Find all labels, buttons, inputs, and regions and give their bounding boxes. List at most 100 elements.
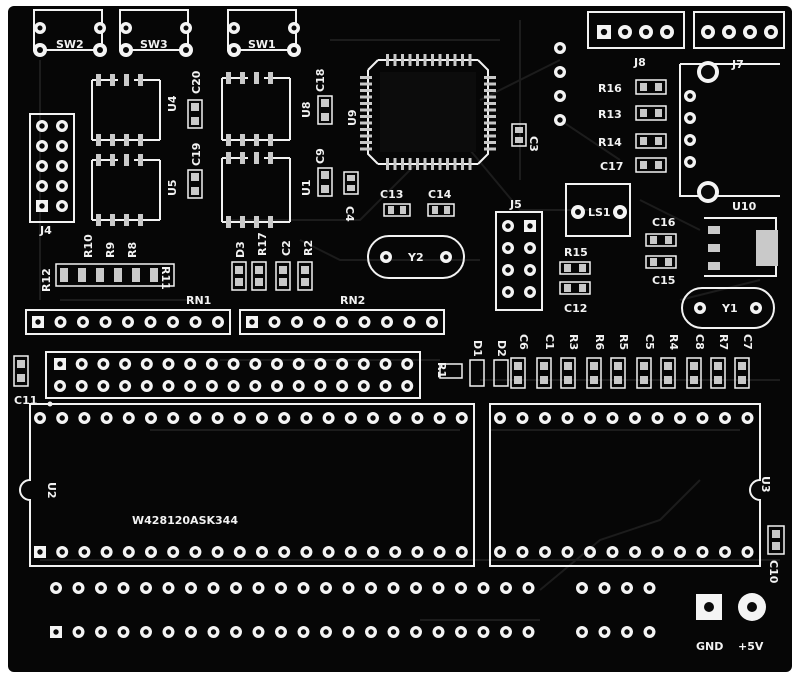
- qfp-pin: [484, 134, 496, 138]
- pad-hole: [125, 319, 131, 325]
- pad-hole: [122, 361, 128, 367]
- pad-hole: [126, 549, 132, 555]
- pad-hole: [209, 361, 215, 367]
- resistor-r16: R16: [598, 79, 667, 95]
- pad-hole: [725, 28, 733, 36]
- label-j5: J5: [509, 198, 522, 211]
- connector-j8: J8: [587, 11, 685, 69]
- label-c1: C1: [543, 334, 556, 350]
- pad-hole: [255, 629, 262, 635]
- label-rn1: RN1: [186, 294, 211, 307]
- qfp-pin: [484, 82, 496, 86]
- pad-hole: [339, 319, 345, 325]
- pad-hole: [252, 383, 258, 389]
- pad-hole: [744, 549, 751, 555]
- pad-hole: [459, 415, 465, 421]
- label-r7: R7: [717, 334, 730, 350]
- pad-hole: [143, 585, 149, 591]
- pad-hole: [368, 585, 374, 591]
- u9-pins: [360, 54, 496, 170]
- pad-hole: [57, 383, 63, 389]
- switch-sw3: SW3: [119, 9, 193, 57]
- pad-hole: [103, 415, 110, 421]
- pad-hole: [480, 585, 487, 591]
- pad-hole: [624, 585, 630, 591]
- resistor-r1: R1: [435, 362, 463, 379]
- pad-hole: [414, 549, 421, 555]
- pad-hole: [646, 629, 653, 635]
- pad-hole: [126, 415, 132, 421]
- smd-outline: [710, 357, 726, 389]
- pad-hole: [303, 549, 310, 555]
- pad-hole: [59, 415, 65, 421]
- pad-hole: [579, 585, 585, 591]
- pad-hole: [361, 319, 368, 325]
- pad-hole: [429, 319, 435, 325]
- pad-hole: [210, 629, 217, 635]
- pad-hole: [317, 361, 324, 367]
- pad-hole: [382, 383, 389, 389]
- label-gnd: GND: [696, 640, 723, 653]
- pad-hole: [147, 319, 154, 325]
- copper-traces: [39, 20, 780, 621]
- qfp-pin: [401, 158, 404, 170]
- label-rn2: RN2: [340, 294, 365, 307]
- pad-hole: [215, 319, 221, 325]
- pad-hole: [392, 415, 398, 421]
- qfp-pin: [401, 54, 404, 66]
- pad-hole: [746, 28, 754, 36]
- label-r9: R9: [104, 242, 117, 258]
- smd-pad: [540, 362, 548, 370]
- qfp-pin: [408, 54, 412, 66]
- resistor-r2: R2: [297, 240, 315, 291]
- pad-hole: [624, 629, 630, 635]
- pad-hole: [527, 245, 533, 251]
- smd-pad: [714, 362, 722, 370]
- smd-pad: [564, 376, 572, 384]
- pad-hole: [370, 549, 376, 555]
- pad-hole: [722, 549, 728, 555]
- pad-hole: [75, 585, 82, 591]
- qfp-pin: [360, 82, 372, 86]
- label-j4: J4: [39, 224, 52, 237]
- pad-hole: [278, 585, 284, 591]
- label-u2: U2: [45, 482, 58, 499]
- smd-pad: [590, 362, 598, 370]
- pad-hole: [233, 629, 239, 635]
- pad-hole: [663, 28, 671, 36]
- pad-hole: [370, 415, 376, 421]
- pad-hole: [188, 585, 194, 591]
- pad-hole: [519, 549, 526, 555]
- pad-hole: [323, 585, 329, 591]
- smd-pad: [614, 362, 622, 370]
- pad-hole: [296, 383, 302, 389]
- pad-hole: [259, 415, 265, 421]
- pad-hole: [170, 415, 176, 421]
- pad-hole: [255, 585, 262, 591]
- pad-hole: [59, 143, 65, 149]
- smd-outline: [510, 357, 526, 389]
- pad-hole: [35, 319, 41, 325]
- pad-hole: [75, 629, 82, 635]
- pad-hole: [497, 415, 503, 421]
- qfp-pin: [360, 76, 372, 79]
- connector-j7-header: [693, 11, 785, 49]
- pad-hole: [557, 69, 563, 75]
- pad-hole: [120, 585, 127, 591]
- label-y2: Y2: [407, 251, 424, 264]
- pad-hole: [767, 28, 775, 36]
- pad-hole: [632, 415, 638, 421]
- pad-hole: [144, 383, 150, 389]
- pad-hole: [390, 629, 397, 635]
- pad-hole: [505, 223, 511, 229]
- pad-hole: [505, 245, 511, 251]
- pad-hole: [237, 549, 243, 555]
- cap-c13: C13: [380, 188, 411, 217]
- diode-d1: D1: [469, 340, 485, 387]
- pad-hole: [281, 549, 287, 555]
- pad-hole: [361, 361, 367, 367]
- qfp-pin: [386, 54, 389, 66]
- label-c6: C6: [517, 334, 530, 350]
- label-sw1: SW1: [248, 38, 276, 51]
- cap-c2: C2: [275, 240, 293, 291]
